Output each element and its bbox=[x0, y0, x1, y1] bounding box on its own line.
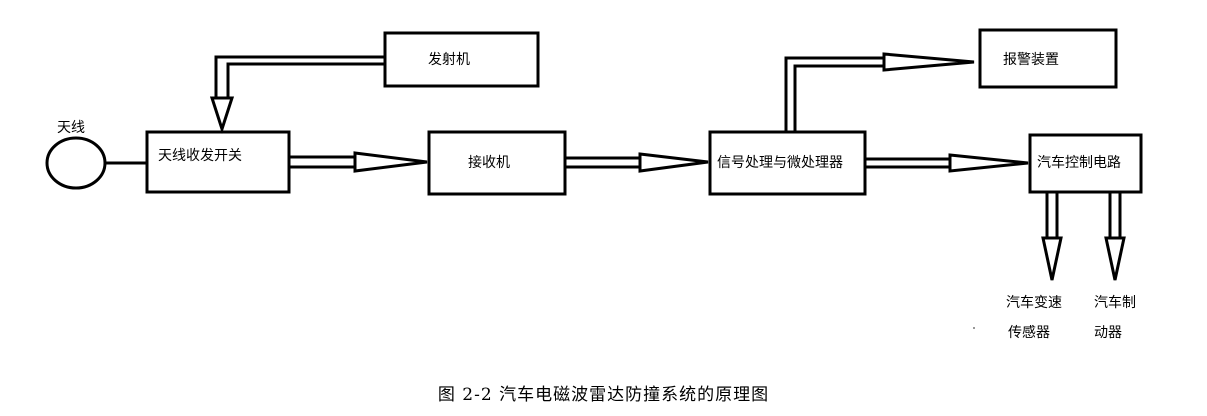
arrow-transmitter-to-switch bbox=[209, 55, 385, 134]
arrow-processor-to-control bbox=[865, 153, 1029, 173]
processor-block: 信号处理与微处理器 bbox=[708, 130, 867, 196]
arrow-control-to-brake bbox=[1104, 192, 1126, 281]
receiver-block: 接收机 bbox=[427, 130, 567, 196]
brake-label-line1: 汽车制 bbox=[1094, 294, 1136, 311]
control-label: 汽车控制电路 bbox=[1037, 154, 1121, 171]
tr-switch-label: 天线收发开关 bbox=[158, 148, 242, 164]
arrow-switch-to-receiver bbox=[289, 151, 428, 173]
sensor-label-line2: 传感器 bbox=[1008, 324, 1050, 341]
figure-caption: 图 2-2 汽车电磁波雷达防撞系统的原理图 bbox=[437, 385, 770, 405]
sensor-label-line1: 汽车变速 bbox=[1006, 294, 1062, 311]
brake-label-line2: 动器 bbox=[1094, 325, 1122, 341]
alarm-label: 报警装置 bbox=[1003, 52, 1059, 68]
receiver-label: 接收机 bbox=[468, 154, 510, 171]
arrow-control-to-sensor bbox=[1041, 192, 1063, 281]
arrow-receiver-to-processor bbox=[565, 152, 709, 173]
alarm-block: 报警装置 bbox=[978, 28, 1118, 89]
antenna-label: 天线 bbox=[57, 120, 85, 136]
antenna-icon bbox=[45, 136, 107, 190]
arrow-processor-to-alarm bbox=[784, 52, 975, 132]
stray-dot bbox=[973, 327, 975, 329]
control-block: 汽车控制电路 bbox=[1028, 133, 1143, 194]
transmitter-label: 发射机 bbox=[428, 52, 470, 68]
tr-switch-block: 天线收发开关 bbox=[145, 130, 291, 194]
processor-label: 信号处理与微处理器 bbox=[717, 155, 843, 171]
transmitter-block: 发射机 bbox=[383, 31, 540, 88]
